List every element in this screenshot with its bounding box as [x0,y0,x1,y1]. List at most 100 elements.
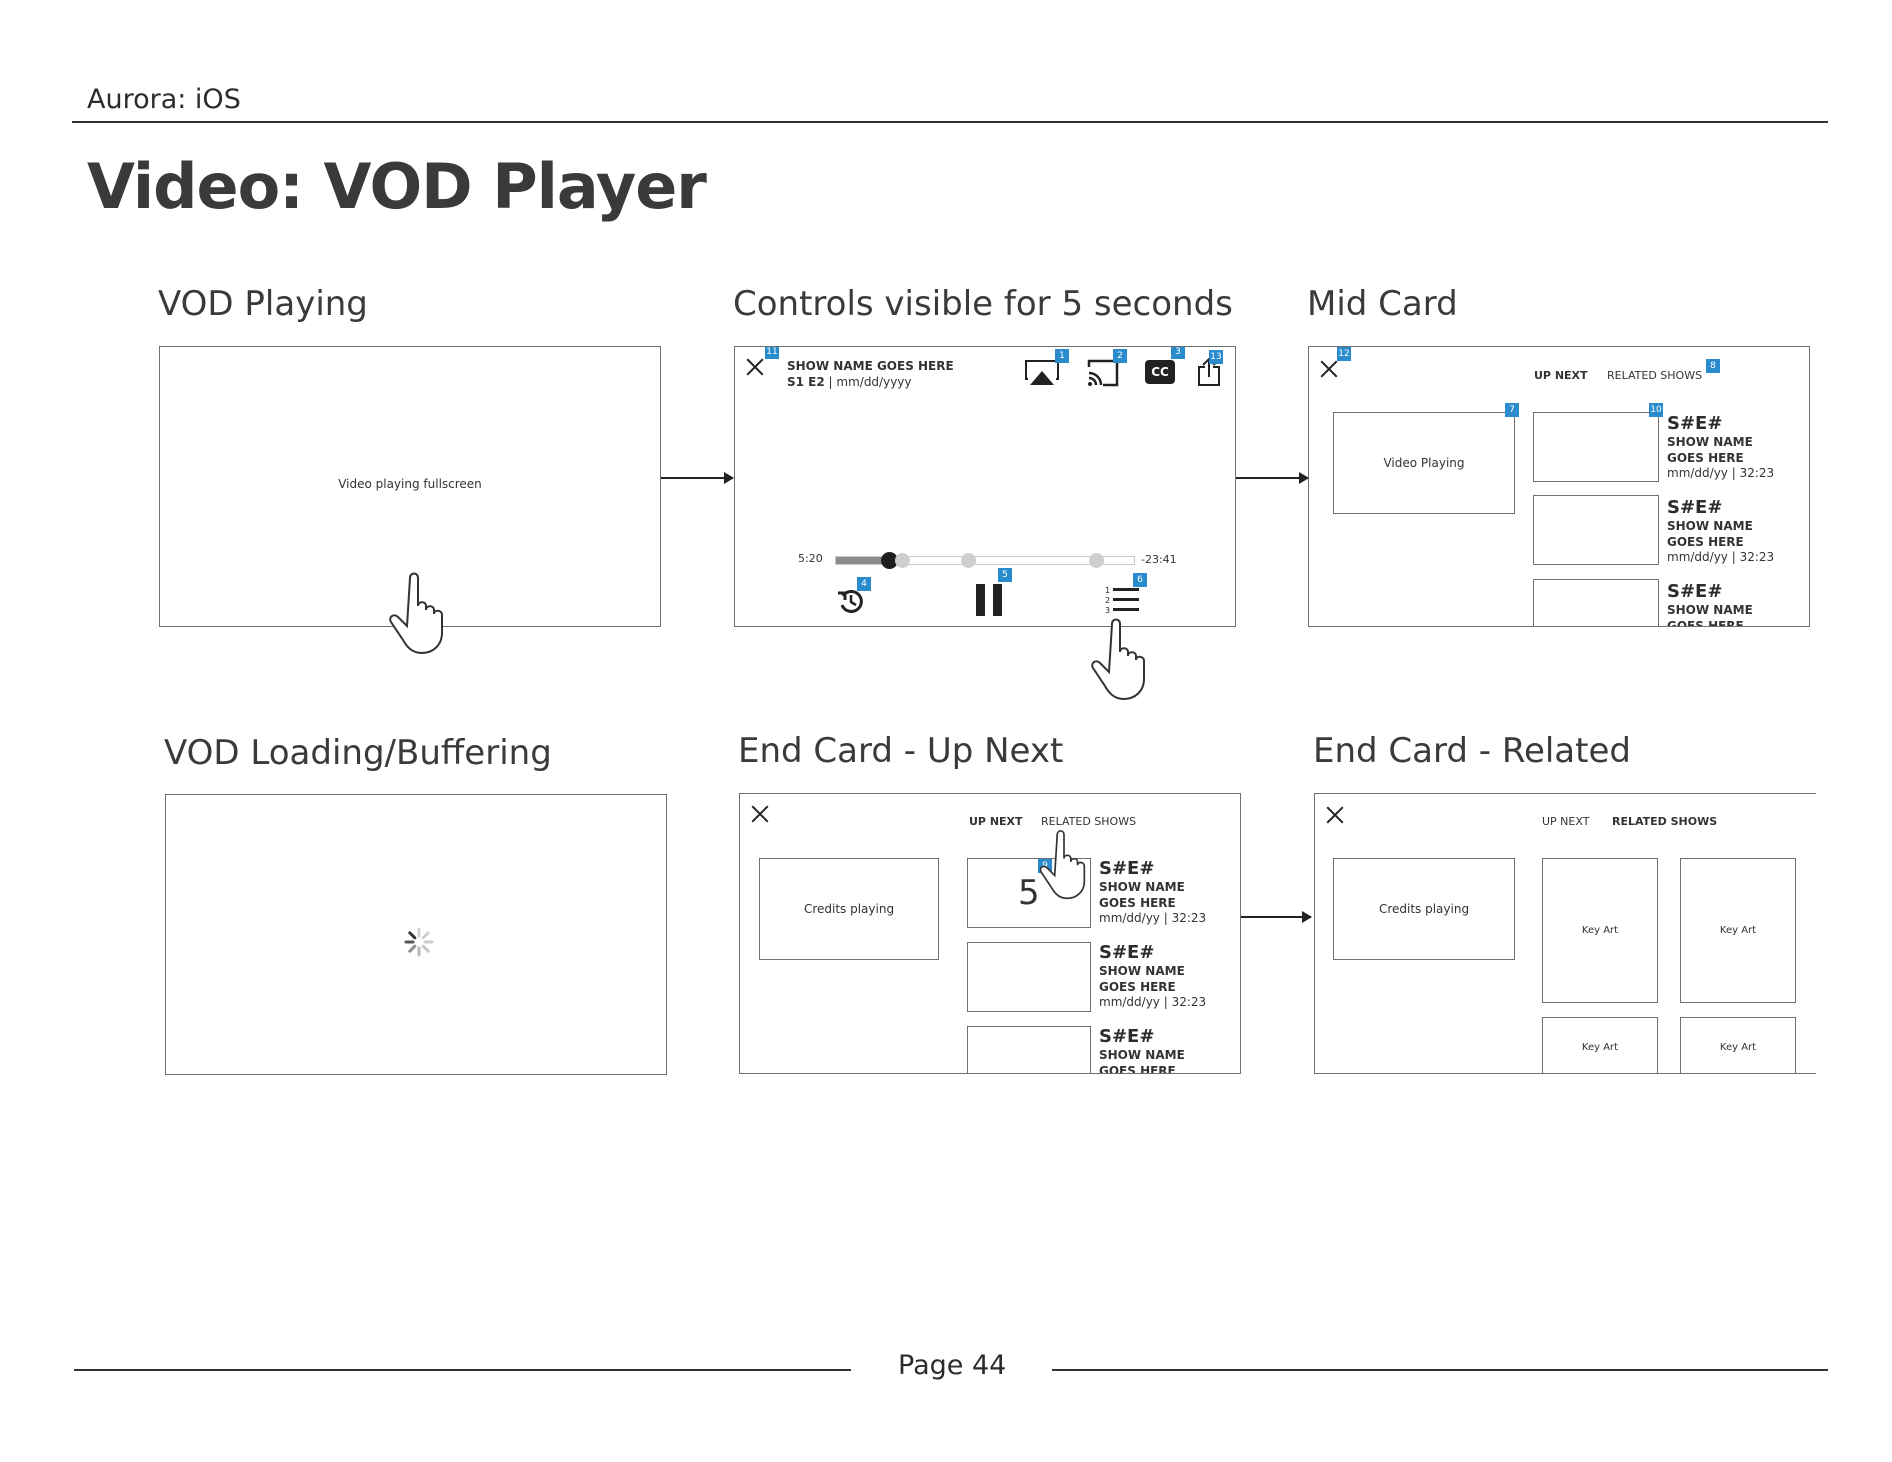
badge-13: 13 [1209,350,1223,364]
fullscreen-video-label: Video playing fullscreen [338,477,482,491]
key-art-tile[interactable]: Key Art [1680,858,1796,1003]
cc-icon[interactable]: CC [1145,360,1175,384]
airplay-icon[interactable] [1024,359,1060,387]
episode-code: S#E# [1667,413,1723,434]
episode-code: S#E# [1099,1026,1155,1047]
svg-text:1: 1 [1105,586,1110,595]
tab-related-shows[interactable]: RELATED SHOWS [1607,369,1703,382]
elapsed-time: 5:20 [798,552,823,565]
key-art-label: Key Art [1581,1041,1619,1053]
episode-info: S1 E2 | mm/dd/yyyy [787,375,912,389]
badge-3: 3 [1171,347,1185,359]
badge-11: 11 [765,347,779,359]
episode-item[interactable]: S#E# SHOW NAME GOES HERE mm/dd/yy | 32:2… [1667,497,1777,564]
episode-thumbnail[interactable] [967,942,1091,1012]
arrow-right-icon [661,472,734,484]
document-header: Aurora: iOS [87,84,241,115]
section-title-vod-loading: VOD Loading/Buffering [164,733,552,773]
episode-code: S#E# [1099,942,1155,963]
svg-text:3: 3 [1105,606,1110,615]
pause-bar [976,584,985,616]
episode-item[interactable]: S#E# SHOW NAME GOES HERE [1667,581,1777,627]
episode-meta: mm/dd/yy | 32:23 [1667,466,1775,480]
episode-item[interactable]: S#E# SHOW NAME GOES HERE [1099,1026,1209,1074]
episode-list-icon[interactable]: 1 2 3 [1105,585,1141,615]
badge-8: 8 [1706,359,1720,373]
badge-4: 4 [857,577,871,591]
screen-end-card-up-next: UP NEXT RELATED SHOWS Credits playing 5 … [739,793,1241,1074]
tab-up-next[interactable]: UP NEXT [1534,369,1588,382]
scrubber-thumb[interactable] [881,552,898,569]
footer-rule-left [74,1369,851,1371]
section-title-end-card-related: End Card - Related [1313,731,1631,771]
episode-code: S#E# [1667,581,1723,602]
key-art-tile[interactable]: Key Art [1542,858,1658,1003]
badge-12: 12 [1337,347,1351,361]
episode-item[interactable]: S#E# SHOW NAME GOES HERE mm/dd/yy | 32:2… [1099,858,1209,925]
header-rule [72,121,1828,123]
scrubber-track[interactable] [835,556,1135,565]
chapter-marker [1089,553,1104,568]
show-name: SHOW NAME GOES HERE [787,359,954,373]
episode-date: | mm/dd/yyyy [824,375,912,389]
episode-thumbnail[interactable] [1533,412,1659,482]
tab-related-shows[interactable]: RELATED SHOWS [1041,815,1137,828]
page-title: Video: VOD Player [87,150,707,223]
chapter-marker [961,553,976,568]
svg-text:2: 2 [1105,596,1110,605]
arrow-right-icon [1241,911,1312,923]
cast-icon[interactable] [1087,359,1119,387]
badge-7: 7 [1505,403,1519,417]
episode-thumbnail[interactable] [1533,579,1659,626]
episode-show-name: SHOW NAME GOES HERE [1667,519,1753,549]
episode-code: S#E# [1099,858,1155,879]
key-art-tile[interactable]: Key Art [1542,1017,1658,1073]
badge-6: 6 [1133,573,1147,587]
section-title-controls: Controls visible for 5 seconds [733,284,1233,324]
badge-10: 10 [1649,403,1663,417]
credits-thumbnail: Credits playing [759,858,939,960]
arrow-right-icon [1236,472,1309,484]
episode-show-name: SHOW NAME GOES HERE [1667,603,1753,627]
tab-up-next[interactable]: UP NEXT [969,815,1023,828]
episode-show-name: SHOW NAME GOES HERE [1667,435,1753,465]
replay-icon[interactable] [837,587,865,615]
badge-5: 5 [998,568,1012,582]
key-art-tile[interactable]: Key Art [1680,1017,1796,1073]
badge-1: 1 [1055,349,1069,363]
close-icon[interactable] [1323,803,1347,827]
close-icon[interactable] [743,355,767,379]
pause-icon[interactable] [976,584,1004,616]
credits-thumbnail: Credits playing [1333,858,1515,960]
page-number: Page 44 [898,1350,1007,1381]
key-art-label: Key Art [1719,925,1757,936]
episode-item[interactable]: S#E# SHOW NAME GOES HERE mm/dd/yy | 32:2… [1099,942,1209,1009]
pause-bar [993,584,1002,616]
remaining-time: -23:41 [1141,553,1177,566]
video-thumbnail: Video Playing [1333,412,1515,514]
section-title-end-card-up-next: End Card - Up Next [738,731,1064,771]
credits-playing-label: Credits playing [1378,902,1470,916]
section-title-vod-playing: VOD Playing [158,284,368,324]
credits-playing-label: Credits playing [803,902,895,916]
close-icon[interactable] [748,802,772,826]
footer-rule-right [1052,1369,1828,1371]
screen-mid-card: 12 UP NEXT RELATED SHOWS 8 Video Playing… [1308,346,1810,627]
episode-show-name: SHOW NAME GOES HERE [1099,1048,1185,1074]
screen-controls: 11 SHOW NAME GOES HERE S1 E2 | mm/dd/yyy… [734,346,1236,627]
episode-show-name: SHOW NAME GOES HERE [1099,964,1185,994]
hand-pointer-icon [389,572,443,655]
episode-thumbnail[interactable] [1533,495,1659,565]
badge-2: 2 [1113,349,1127,363]
episode-item[interactable]: S#E# SHOW NAME GOES HERE mm/dd/yy | 32:2… [1667,413,1777,480]
tab-up-next[interactable]: UP NEXT [1542,815,1590,828]
key-art-label: Key Art [1719,1041,1757,1053]
episode-meta: mm/dd/yy | 32:23 [1667,550,1775,564]
episode-meta: mm/dd/yy | 32:23 [1099,911,1207,925]
episode-thumbnail[interactable] [967,1026,1091,1073]
key-art-label: Key Art [1581,925,1619,936]
chapter-marker [895,553,910,568]
tab-related-shows[interactable]: RELATED SHOWS [1612,815,1718,828]
hand-pointer-icon [1091,618,1145,701]
screen-vod-loading [165,794,667,1075]
